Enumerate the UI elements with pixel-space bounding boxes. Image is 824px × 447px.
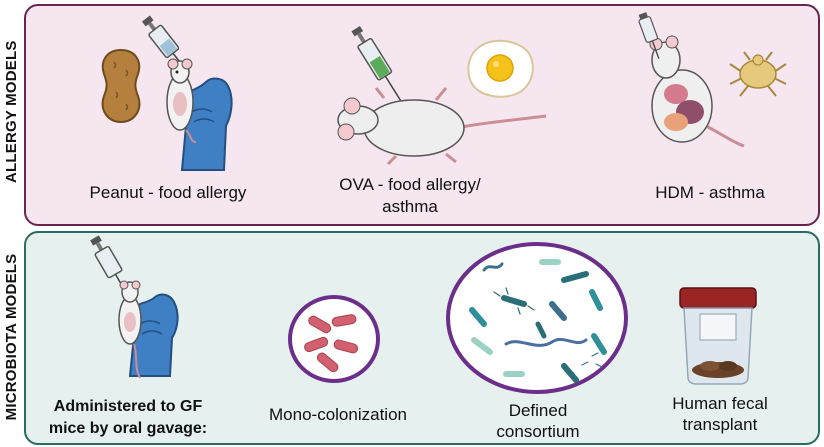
administration-caption-line2: mice by oral gavage: bbox=[48, 420, 208, 437]
hdm-caption: HDM - asthma bbox=[655, 183, 765, 202]
fecal-transplant-caption-line2: transplant bbox=[682, 415, 758, 434]
syringe-icon bbox=[638, 12, 660, 59]
defined-consortium-caption-line1: Defined bbox=[508, 401, 568, 420]
microbiota-models-label: MICROBIOTA MODELS bbox=[3, 253, 20, 421]
fried-egg-icon bbox=[467, 39, 534, 98]
fecal-transplant-caption-line1: Human fecal bbox=[672, 394, 768, 413]
dust-mite-icon bbox=[729, 51, 787, 97]
allergy-models-label: ALLERGY MODELS bbox=[3, 40, 20, 183]
syringe-icon bbox=[351, 26, 402, 103]
mouse-icon bbox=[166, 58, 197, 143]
stool-container-icon bbox=[679, 287, 757, 385]
administration-caption-line1: Administered to GF bbox=[53, 398, 203, 415]
mono-colonization-bacteria-icon bbox=[288, 295, 380, 383]
syringe-icon bbox=[90, 235, 124, 287]
mouse-icon bbox=[649, 35, 745, 148]
mono-colonization-caption: Mono-colonization bbox=[269, 405, 407, 424]
peanut-icon bbox=[101, 48, 141, 124]
ova-caption-line1: OVA - food allergy/ bbox=[339, 175, 481, 194]
defined-consortium-caption-line2: consortium bbox=[496, 422, 580, 441]
peanut-caption: Peanut - food allergy bbox=[89, 183, 247, 202]
syringe-icon bbox=[141, 15, 184, 67]
mouse-icon bbox=[118, 280, 142, 379]
defined-consortium-bacteria-icon bbox=[446, 242, 628, 394]
ova-caption-line2: asthma bbox=[382, 197, 438, 216]
mouse-icon bbox=[337, 87, 547, 166]
